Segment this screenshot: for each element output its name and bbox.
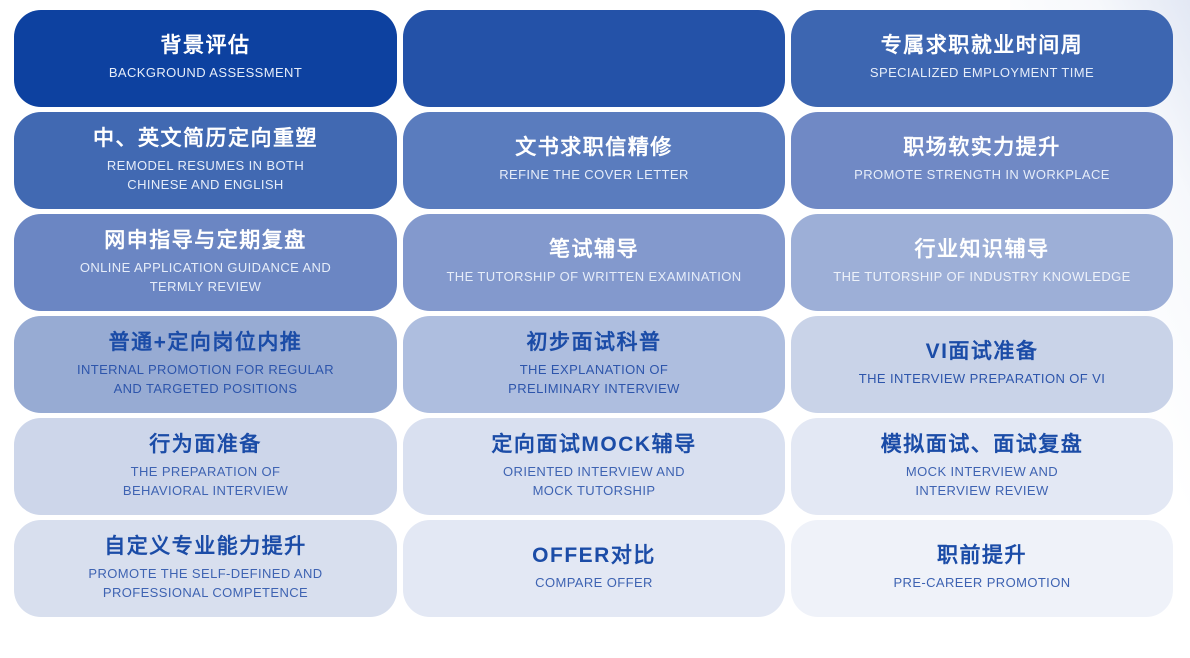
card-internal-referral: 普通+定向岗位内推 INTERNAL PROMOTION FOR REGULAR… [14, 316, 397, 413]
card-title: 背景评估 [160, 33, 251, 57]
card-oriented-mock-tutorship: 定向面试MOCK辅导 ORIENTED INTERVIEW AND MOCK T… [403, 418, 785, 515]
card-title: 自定义专业能力提升 [104, 534, 307, 558]
card-offer-compare: OFFER对比 COMPARE OFFER [403, 520, 785, 617]
card-title: 文书求职信精修 [515, 135, 673, 159]
card-title: 职场软实力提升 [903, 135, 1061, 159]
card-written-exam-tutorship: 笔试辅导 THE TUTORSHIP OF WRITTEN EXAMINATIO… [403, 214, 785, 311]
card-subtitle: INTERNAL PROMOTION FOR REGULAR AND TARGE… [76, 361, 335, 396]
card-subtitle: REFINE THE COVER LETTER [499, 167, 689, 183]
card-title: 行业知识辅导 [914, 237, 1050, 261]
card-workplace-soft-skills: 职场软实力提升 PROMOTE STRENGTH IN WORKPLACE [791, 112, 1173, 209]
card-title: 专属求职就业时间周 [880, 33, 1084, 57]
card-title: 普通+定向岗位内推 [108, 330, 303, 354]
card-title: 行为面准备 [149, 432, 262, 456]
card-subtitle: PROMOTE STRENGTH IN WORKPLACE [854, 167, 1110, 183]
card-subtitle: ONLINE APPLICATION GUIDANCE AND TERMLY R… [79, 259, 332, 294]
services-board: 背景评估 BACKGROUND ASSESSMENT 专属求职就业时间周 SPE… [14, 10, 1173, 617]
card-subtitle: SPECIALIZED EMPLOYMENT TIME [869, 65, 1095, 81]
card-employment-time-week: 专属求职就业时间周 SPECIALIZED EMPLOYMENT TIME [791, 10, 1173, 107]
card-vi-interview-preparation: VI面试准备 THE INTERVIEW PREPARATION OF VI [791, 316, 1173, 413]
card-subtitle: COMPARE OFFER [535, 575, 653, 591]
card-subtitle: THE PREPARATION OF BEHAVIORAL INTERVIEW [122, 463, 289, 498]
card-subtitle: PRE-CAREER PROMOTION [893, 575, 1071, 591]
card-title: 职前提升 [937, 543, 1027, 567]
card-subtitle: THE TUTORSHIP OF INDUSTRY KNOWLEDGE [833, 269, 1131, 285]
card-mock-interview-review: 模拟面试、面试复盘 MOCK INTERVIEW AND INTERVIEW R… [791, 418, 1173, 515]
card-title: 模拟面试、面试复盘 [880, 432, 1084, 456]
card-preliminary-interview: 初步面试科普 THE EXPLANATION OF PRELIMINARY IN… [403, 316, 785, 413]
card-subtitle: REMODEL RESUMES IN BOTH CHINESE AND ENGL… [106, 157, 305, 192]
card-subtitle: ORIENTED INTERVIEW AND MOCK TUTORSHIP [503, 463, 685, 498]
card-pre-career-promotion: 职前提升 PRE-CAREER PROMOTION [791, 520, 1173, 617]
card-background-assessment: 背景评估 BACKGROUND ASSESSMENT [14, 10, 397, 107]
card-title: 定向面试MOCK辅导 [491, 432, 697, 456]
card-online-application-guidance: 网申指导与定期复盘 ONLINE APPLICATION GUIDANCE AN… [14, 214, 397, 311]
card-title: VI面试准备 [925, 339, 1039, 363]
card-title: 网申指导与定期复盘 [104, 228, 307, 252]
card-subtitle: PROMOTE THE SELF-DEFINED AND PROFESSIONA… [88, 565, 323, 600]
card-subtitle: THE INTERVIEW PREPARATION OF VI [858, 371, 1106, 387]
card-subtitle: BACKGROUND ASSESSMENT [108, 65, 303, 81]
card-behavioral-interview-preparation: 行为面准备 THE PREPARATION OF BEHAVIORAL INTE… [14, 418, 397, 515]
card-subtitle: THE TUTORSHIP OF WRITTEN EXAMINATION [446, 269, 742, 285]
card-resume-remodel: 中、英文简历定向重塑 REMODEL RESUMES IN BOTH CHINE… [14, 112, 397, 209]
card-title: 笔试辅导 [549, 237, 639, 261]
card-subtitle: THE EXPLANATION OF PRELIMINARY INTERVIEW [508, 361, 680, 396]
card-cover-letter-refine: 文书求职信精修 REFINE THE COVER LETTER [403, 112, 785, 209]
card-empty [403, 10, 785, 107]
card-industry-knowledge-tutorship: 行业知识辅导 THE TUTORSHIP OF INDUSTRY KNOWLED… [791, 214, 1173, 311]
card-subtitle: MOCK INTERVIEW AND INTERVIEW REVIEW [905, 463, 1059, 498]
card-self-defined-competence: 自定义专业能力提升 PROMOTE THE SELF-DEFINED AND P… [14, 520, 397, 617]
card-title: 中、英文简历定向重塑 [93, 126, 318, 150]
card-title: 初步面试科普 [526, 330, 662, 354]
card-title: OFFER对比 [532, 543, 656, 567]
